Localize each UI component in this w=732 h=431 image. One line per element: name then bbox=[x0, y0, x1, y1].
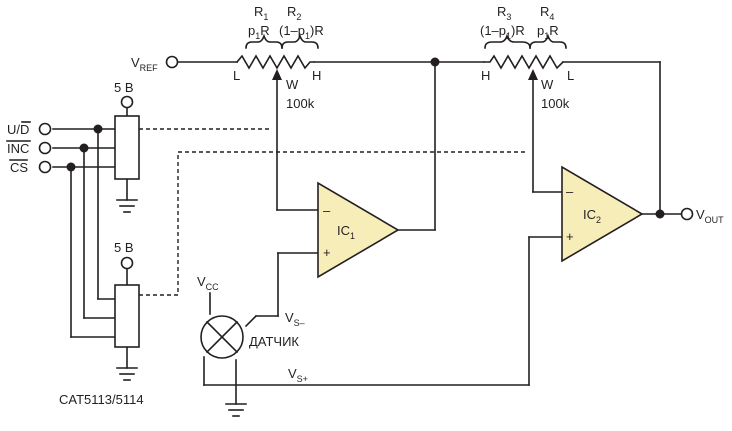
pot1-l-label: L bbox=[233, 68, 240, 83]
chip-part-label: CAT5113/5114 bbox=[59, 392, 144, 407]
ground-icon bbox=[225, 403, 247, 417]
wires bbox=[52, 61, 683, 405]
ground-icon bbox=[116, 199, 138, 213]
opamp-ic1: – + IC1 bbox=[317, 181, 400, 279]
wiper-arrow-icon bbox=[528, 69, 538, 80]
ic1-label: IC1 bbox=[337, 223, 355, 241]
supply-label-top: 5 В bbox=[114, 80, 134, 95]
inc-pin-terminal bbox=[38, 141, 52, 155]
ic2-noninverting-sign: + bbox=[566, 229, 574, 244]
wiper-link-lines bbox=[139, 128, 527, 296]
junction-dots bbox=[66, 57, 665, 219]
digital-pot-chip-top bbox=[114, 115, 140, 180]
pot2-w-label: W bbox=[541, 77, 554, 92]
digital-pot-chip-bottom bbox=[114, 284, 140, 348]
vref-label: VREF bbox=[131, 55, 158, 73]
r4-value: p1R bbox=[537, 23, 559, 41]
cs-pin-terminal bbox=[38, 160, 52, 174]
potentiometer-1 bbox=[235, 33, 319, 80]
cs-pin-label: CS bbox=[10, 160, 28, 175]
pot1-h-label: H bbox=[312, 68, 321, 83]
vout-terminal bbox=[680, 207, 694, 221]
supply-terminal-bottom bbox=[120, 256, 134, 270]
pot1-value: 100k bbox=[286, 96, 315, 111]
ic2-label: IC2 bbox=[583, 207, 601, 225]
potentiometer-2 bbox=[483, 33, 567, 80]
sensor-label: ДАТЧИК bbox=[249, 334, 299, 349]
pot2-l-label: L bbox=[567, 68, 574, 83]
vout-label: VOUT bbox=[696, 207, 724, 225]
ud-pin-terminal bbox=[38, 122, 52, 136]
sensor-bridge-icon bbox=[200, 315, 244, 359]
ic2-inverting-sign: – bbox=[566, 184, 574, 199]
supply-label-bottom: 5 В bbox=[114, 240, 134, 255]
r2-value: (1–p1)R bbox=[279, 23, 324, 41]
opamp-ic2: – + IC2 bbox=[561, 165, 644, 263]
inc-pin-label: INC bbox=[7, 141, 29, 156]
ud-pin-label: U/D bbox=[7, 122, 29, 137]
vs-plus-label: VS+ bbox=[288, 366, 308, 384]
ic1-noninverting-sign: + bbox=[323, 245, 331, 260]
pot1-w-label: W bbox=[286, 77, 299, 92]
vcc-label: VCC bbox=[197, 274, 219, 292]
r1-label: R1 bbox=[254, 4, 268, 22]
vs-minus-label: VS– bbox=[285, 310, 305, 328]
supply-terminal-top bbox=[120, 95, 134, 109]
r3-value: (1–p1)R bbox=[480, 23, 525, 41]
r3-label: R3 bbox=[497, 4, 511, 22]
wiper-arrow-icon bbox=[272, 69, 282, 80]
ic1-inverting-sign: – bbox=[323, 203, 331, 218]
r2-label: R2 bbox=[287, 4, 301, 22]
r4-label: R4 bbox=[540, 4, 554, 22]
vref-terminal bbox=[165, 55, 179, 69]
r1-value: p1R bbox=[248, 23, 270, 41]
ground-icon bbox=[116, 367, 138, 381]
pot2-h-label: H bbox=[481, 68, 490, 83]
pot2-value: 100k bbox=[541, 96, 570, 111]
